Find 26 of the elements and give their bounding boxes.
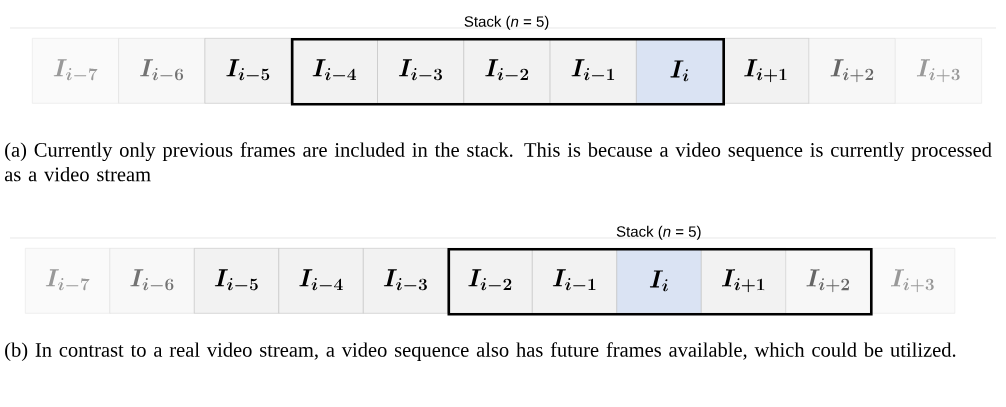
frame-cell: $I_{i-3}$ [363,248,449,314]
frame-cell: $I_{i-7}$ [32,38,119,104]
frame-cell: $I_{i+3}$ [870,248,956,314]
frame-cell: $I_{i-2}$ [463,38,551,104]
frame-cell: $I_{i-6}$ [109,248,195,314]
node-label: Stack (n = 5) [464,15,549,30]
caption: (a) Currently only previous frames are included in the stack. This is because a video sequence is currently processed as a video stream [4,142,992,182]
frame-cell: $I_{i-1}$ [532,248,618,314]
frame-cell: $I_{i-5}$ [204,38,292,104]
node-label: Stack (n = 5) [616,225,701,240]
frame-cell: $I_{i+2}$ [785,248,871,314]
frame-cell: $I_{i-5}$ [194,248,280,314]
frame-cell: $I_{i+1}$ [722,38,810,104]
frame-cell: $I_{i-7}$ [25,248,111,314]
frame-cell: $I_{i+2}$ [808,38,896,104]
frame-cell: $I_{i+3}$ [895,38,982,104]
caption: (b) In contrast to a real video stream, a video sequence also has future frames available, which could be utilized. [5,342,956,361]
frame-cell: $I_{i-3}$ [377,38,465,104]
frame-cell: $I_{i-2}$ [447,248,533,314]
frame-cell: $I_{i-6}$ [118,38,206,104]
frame-cell: $I_{i}$ [636,38,723,104]
frame-cell: $I_{i}$ [616,248,702,314]
frame-cell: $I_{i+1}$ [701,248,787,314]
frame-cell: $I_{i-1}$ [549,38,637,104]
frame-cell: $I_{i-4}$ [278,248,364,314]
frame-cell: $I_{i-4}$ [290,38,378,104]
